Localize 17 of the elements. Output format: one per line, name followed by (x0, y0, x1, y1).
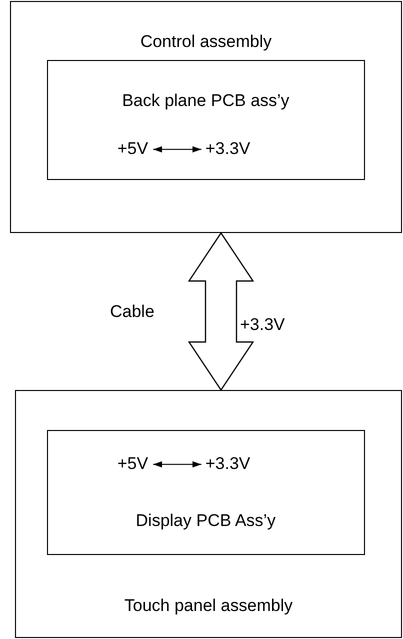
edge-label: Cable (110, 300, 154, 322)
double-arrow (153, 461, 202, 468)
box-title: Back plane PCB ass’y (122, 90, 290, 112)
assembly-box (46, 430, 365, 555)
box-title: Display PCB Ass’y (136, 510, 276, 532)
voltage-label: +5V (117, 137, 148, 162)
box-title: Touch panel assembly (124, 595, 293, 617)
double-arrow (153, 146, 202, 153)
box-title: Control assembly (140, 31, 272, 53)
cable-arrow (188, 232, 254, 392)
assembly-box (15, 390, 402, 638)
voltage-label: +3.3V (205, 137, 250, 162)
assembly-box (10, 1, 402, 233)
assembly-box (46, 60, 365, 180)
voltage-label: +3.3V (240, 314, 285, 336)
voltage-label: +5V (117, 452, 148, 476)
voltage-label: +3.3V (205, 452, 250, 476)
